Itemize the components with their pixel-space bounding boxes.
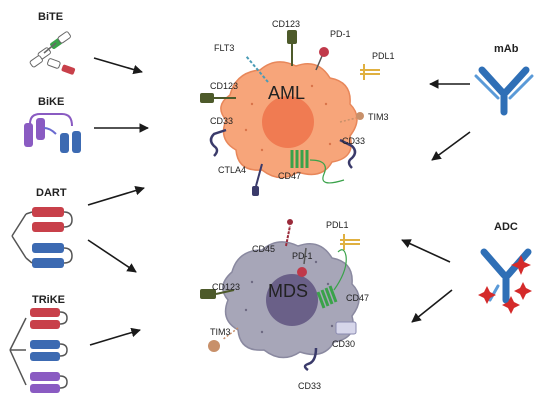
label-adc: ADC: [494, 221, 518, 233]
aml-antigen-cd47: CD47: [278, 171, 302, 181]
arrow-bite-to-aml: [93, 57, 143, 75]
mds-cell-label: MDS: [268, 281, 308, 301]
mds-antigen-pd1: PD-1: [292, 251, 313, 261]
aml-antigen-flt3: FLT3: [214, 43, 235, 53]
label-mab: mAb: [494, 43, 519, 55]
arrow-adc-to-mds: [411, 289, 453, 323]
arrow-dart-to-mds: [87, 239, 137, 273]
aml-antigen-pdl1: PDL1: [372, 51, 395, 61]
mds-antigen-cd33: CD33: [298, 381, 322, 391]
aml-cell: [220, 61, 358, 179]
label-bite: BiTE: [38, 11, 64, 23]
aml-antigen-cd123-left: CD123: [210, 81, 239, 91]
aml-nucleus: [262, 96, 314, 148]
arrow-dart-to-aml: [87, 185, 145, 206]
arrow-trike-to-mds: [89, 327, 141, 346]
dart-molecule-icon: [11, 207, 73, 268]
mds-antigen-cd123: CD123: [212, 282, 241, 292]
arrow-mab-to-mds: [431, 131, 471, 161]
mds-antigen-cd30: CD30: [332, 339, 356, 349]
aml-antigen-cd33-left: CD33: [210, 116, 234, 126]
arrows: [87, 57, 471, 346]
aml-antigen-pd1: PD-1: [330, 29, 351, 39]
adc-antibody-drug-conjugate-icon: [478, 248, 532, 314]
mds-antigen-cd47: CD47: [346, 293, 370, 303]
aml-antigen-cd123-top: CD123: [272, 19, 301, 29]
mds-antigen-cd45: CD45: [252, 244, 276, 254]
arrow-adc-to-aml: [401, 239, 451, 263]
aml-antigen-tim3: TIM3: [368, 112, 389, 122]
trike-molecule-icon: [9, 308, 68, 393]
aml-receptors: [200, 30, 380, 196]
label-dart: DART: [36, 187, 67, 199]
mds-cell: [222, 241, 360, 359]
aml-antigen-ctla4: CTLA4: [218, 165, 247, 175]
label-bike: BiKE: [38, 96, 65, 108]
aml-cell-label: AML: [268, 83, 306, 103]
mds-antigen-tim3: TIM3: [210, 327, 231, 337]
mds-antigen-pdl1: PDL1: [326, 220, 349, 230]
aml-antigen-cd33-right: CD33: [342, 136, 366, 146]
mds-receptors: [200, 219, 360, 372]
mab-antibody-icon: [474, 66, 534, 116]
bite-molecule-icon: [29, 31, 76, 75]
label-trike: TRiKE: [32, 294, 65, 306]
mds-nucleus: [266, 274, 318, 326]
bike-molecule-icon: [24, 113, 81, 153]
